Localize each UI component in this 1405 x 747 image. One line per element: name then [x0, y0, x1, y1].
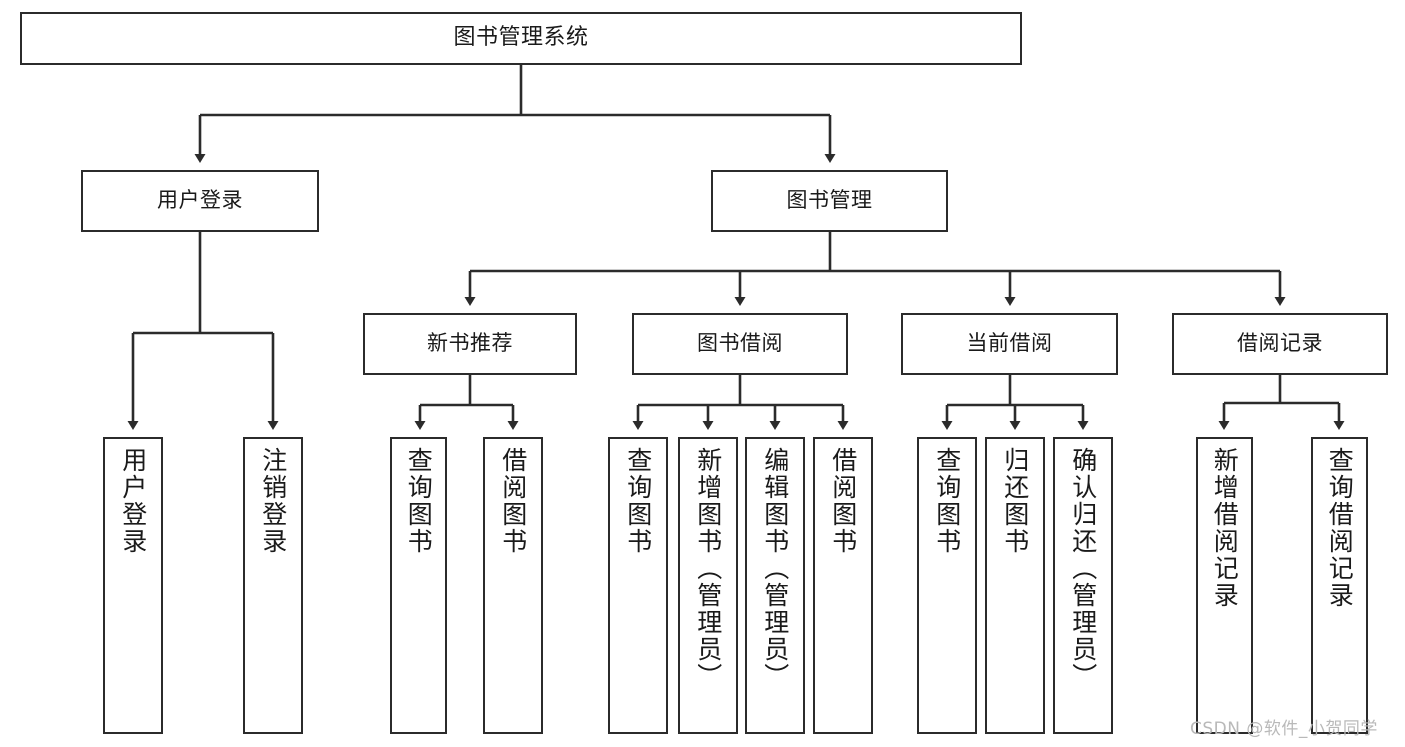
node-leaf-borrow-book-1: 借阅图书 [483, 437, 543, 734]
node-leaf-return-book: 归还图书 [985, 437, 1045, 734]
node-leaf-borrow-book-2: 借阅图书 [813, 437, 873, 734]
node-leaf-query-borrow-record: 查询借阅记录 [1311, 437, 1368, 734]
node-label: 图书管理 [786, 188, 873, 213]
node-label: 图书管理系统 [453, 25, 589, 51]
node-leaf-query-book-3: 查询图书 [917, 437, 977, 734]
node-book-borrow: 图书借阅 [632, 313, 848, 375]
node-label: 图书借阅 [697, 331, 783, 356]
node-leaf-query-book-2: 查询图书 [608, 437, 668, 734]
node-label: 注销登录 [258, 447, 288, 555]
node-label: 查询图书 [404, 447, 434, 555]
node-leaf-user-login: 用户登录 [103, 437, 163, 734]
node-label: 查询图书 [623, 447, 653, 555]
node-leaf-logout-login: 注销登录 [243, 437, 303, 734]
node-label: 查询图书 [932, 447, 962, 555]
node-label: 用户登录 [118, 447, 148, 555]
node-label: 确认归还（管理员） [1068, 447, 1098, 690]
node-title-system: 图书管理系统 [20, 12, 1022, 65]
node-label: 当前借阅 [966, 331, 1053, 356]
node-current-borrow: 当前借阅 [901, 313, 1118, 375]
node-leaf-edit-book: 编辑图书（管理员） [745, 437, 805, 734]
node-label: 新增图书（管理员） [693, 447, 723, 690]
node-leaf-add-borrow-record: 新增借阅记录 [1196, 437, 1253, 734]
node-label: 借阅图书 [498, 447, 528, 555]
node-label: 查询借阅记录 [1325, 447, 1355, 609]
node-label: 新书推荐 [427, 331, 513, 356]
node-book-management: 图书管理 [711, 170, 948, 232]
node-user-login: 用户登录 [81, 170, 319, 232]
node-leaf-query-book-1: 查询图书 [390, 437, 447, 734]
node-label: 用户登录 [157, 188, 243, 213]
node-label: 新增借阅记录 [1210, 447, 1240, 609]
node-label: 编辑图书（管理员） [760, 447, 790, 690]
node-leaf-confirm-return: 确认归还（管理员） [1053, 437, 1113, 734]
watermark-text: CSDN @软件_小贺同学 [1190, 719, 1378, 739]
node-label: 借阅记录 [1237, 331, 1323, 356]
node-borrow-record: 借阅记录 [1172, 313, 1388, 375]
node-label: 归还图书 [1000, 447, 1030, 555]
node-leaf-add-book: 新增图书（管理员） [678, 437, 738, 734]
node-new-book-recommend: 新书推荐 [363, 313, 577, 375]
node-label: 借阅图书 [828, 447, 858, 555]
